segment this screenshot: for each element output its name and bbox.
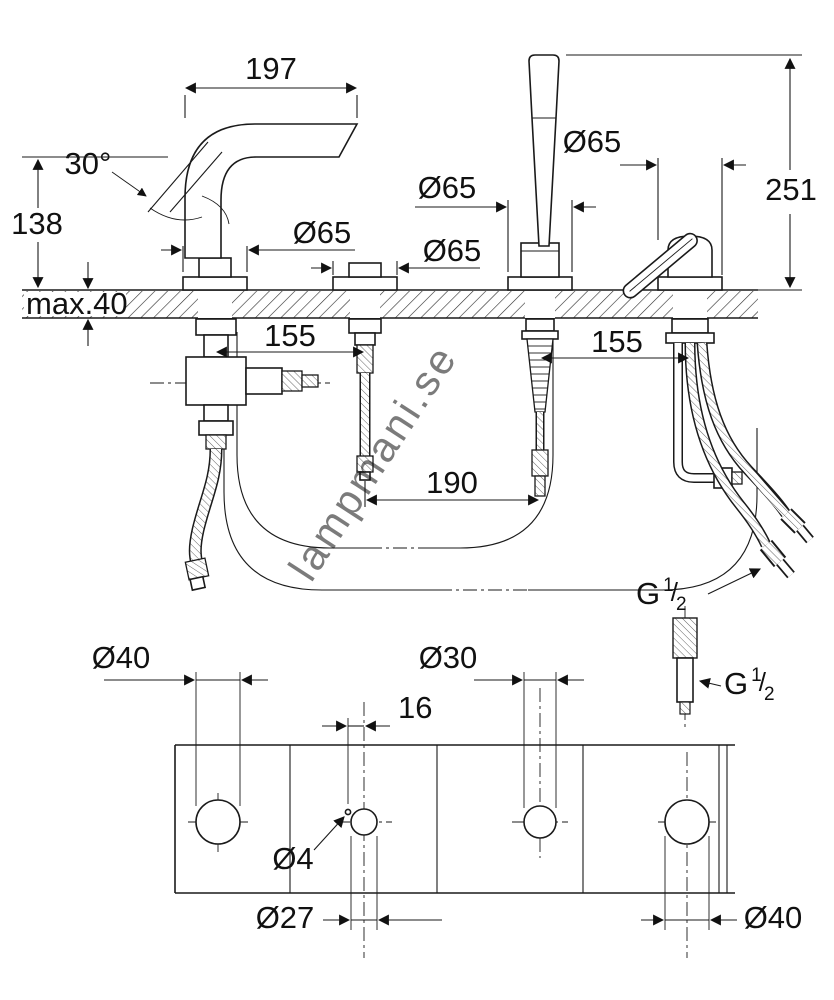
dim-shower-height: 251 <box>765 172 817 207</box>
dim-spout-height: 138 <box>11 206 63 241</box>
mixer-assembly <box>622 232 814 579</box>
dim-hole-spout: Ø40 <box>92 640 151 675</box>
hole-mixer <box>664 799 710 845</box>
valve-assembly <box>332 262 398 481</box>
dim-spacing-holder-mixer: 155 <box>591 324 643 359</box>
dim-pin-hole: Ø4 <box>272 841 313 876</box>
spout-assembly <box>147 123 359 592</box>
dim-deck-thickness: max.40 <box>26 286 128 321</box>
dim-escutcheon-valve: Ø65 <box>423 233 482 268</box>
shower-connector-fitting <box>672 606 698 728</box>
dim-hole-mixer: Ø40 <box>744 900 803 935</box>
deck-section <box>22 289 758 319</box>
dim-escutcheon-mixer: Ø65 <box>563 124 622 159</box>
dim-spacing-spout-valve: 155 <box>264 318 316 353</box>
hole-pin <box>344 808 352 816</box>
dim-escutcheon-holder: Ø65 <box>418 170 477 205</box>
dim-hole-shower: Ø30 <box>419 640 478 675</box>
hole-spout <box>195 799 241 845</box>
dim-spacing-valve-holder: 190 <box>426 465 478 500</box>
hole-valve <box>350 808 378 836</box>
dim-hole-valve: Ø27 <box>256 900 315 935</box>
dim-spout-angle: 30° <box>65 146 112 181</box>
hole-shower <box>523 805 557 839</box>
template-view: Ø40 Ø30 16 Ø4 Ø27 Ø40 <box>92 640 803 958</box>
dim-escutcheon-spout: Ø65 <box>293 215 352 250</box>
dim-pin-offset: 16 <box>398 690 432 725</box>
dimensions-top: 197 30° 138 max.40 Ø65 Ø65 Ø65 <box>11 51 817 705</box>
dim-spout-reach: 197 <box>245 51 297 86</box>
hand-shower-assembly <box>507 54 573 497</box>
